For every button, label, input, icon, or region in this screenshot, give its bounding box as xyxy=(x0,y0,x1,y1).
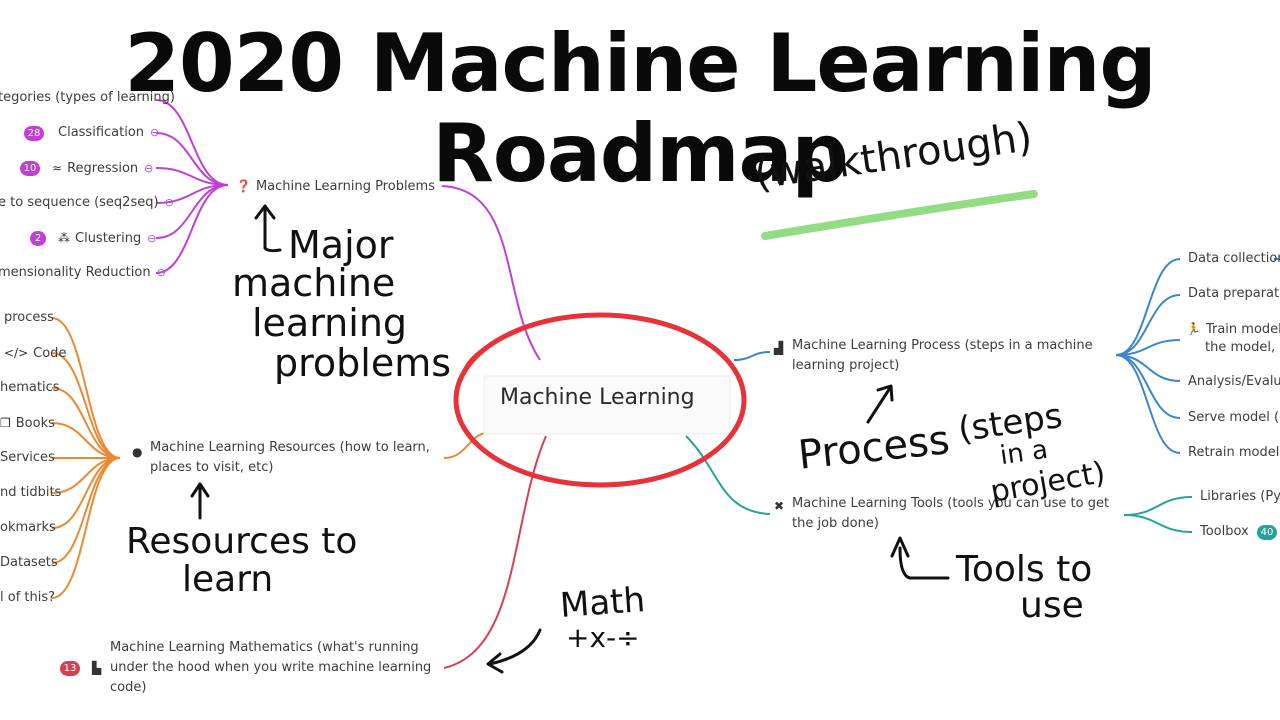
resources-connector-6 xyxy=(51,457,121,529)
process-child-train-model[interactable]: 🏃Train model o the model, re xyxy=(1186,322,1280,355)
problems-child-clustering[interactable]: ⁂Clustering⊖ xyxy=(58,228,156,249)
center-node-box xyxy=(483,375,731,435)
resources-child-code[interactable]: </>Code xyxy=(4,343,66,364)
problems-trunk xyxy=(441,185,541,361)
link-icon: ⊖ xyxy=(147,232,157,245)
process-connector-0 xyxy=(1115,258,1181,356)
problems-child-regression[interactable]: ≈Regression⊖ xyxy=(52,158,153,179)
resources-label: Machine Learning Resources (how to learn… xyxy=(150,440,430,475)
math-trunk xyxy=(443,435,547,669)
problems-child-categories[interactable]: tegories (types of learning) xyxy=(0,90,175,105)
process-child-analysis[interactable]: Analysis/Evalua xyxy=(1188,374,1280,389)
process-child-data-collection[interactable]: Data collection xyxy=(1188,251,1280,266)
tools-icon: ✖ xyxy=(774,499,785,513)
center-node[interactable]: Machine Learning xyxy=(500,380,710,420)
process-connector-2 xyxy=(1115,339,1181,356)
process-child-data-preparation[interactable]: Data preparation xyxy=(1188,286,1280,301)
annotation-problems-3: learning xyxy=(252,301,408,345)
runner-icon: 🏃 xyxy=(1186,322,1201,336)
resources-connector-1 xyxy=(51,352,121,459)
red-circle xyxy=(453,312,747,488)
resources-connector-2 xyxy=(51,387,121,459)
tools-child-libraries[interactable]: Libraries (Pyth xyxy=(1200,489,1280,504)
annotation-resources-1: Resources to xyxy=(126,521,358,562)
tools-connector-1 xyxy=(1123,514,1193,533)
red-circle-tail xyxy=(462,328,521,373)
resources-child-services[interactable]: Services xyxy=(0,450,55,465)
process-child-retrain[interactable]: Retrain model xyxy=(1188,445,1280,460)
question-circle-icon: ❓ xyxy=(236,179,251,193)
resources-connector-8 xyxy=(51,457,121,599)
math-icon-wrap: ▙ xyxy=(92,658,106,679)
title-line-1: 2020 Machine Learning xyxy=(124,17,1156,110)
problems-child-dim-reduction[interactable]: mensionality Reduction⊖ xyxy=(0,263,166,283)
link-icon: ⊖ xyxy=(164,196,174,209)
tools-connector-0 xyxy=(1123,496,1193,516)
resources-connector-0 xyxy=(51,317,121,459)
code-icon: </> xyxy=(4,346,29,360)
annotation-math-1: Math xyxy=(558,580,647,626)
annotation-math-2: +x-÷ xyxy=(566,621,640,654)
problems-child-seq2seq[interactable]: e to sequence (seq2seq)⊖ xyxy=(0,193,174,213)
process-connector-5 xyxy=(1115,354,1181,454)
tools-child-toolbox[interactable]: Toolbox xyxy=(1200,524,1249,539)
hierarchy-icon: ⁂ xyxy=(58,231,70,245)
classification-badge: 28 xyxy=(24,126,44,141)
resources-child-books[interactable]: ❐Books xyxy=(0,413,55,434)
process-node[interactable]: ▟ Machine Learning Process (steps in a m… xyxy=(774,336,1110,376)
resources-node[interactable]: ● Machine Learning Resources (how to lea… xyxy=(132,438,432,478)
math-label: Machine Learning Mathematics (what's run… xyxy=(110,640,432,695)
resources-connector-7 xyxy=(51,457,121,564)
chart-icon: ▙ xyxy=(92,661,102,675)
toolbox-badge: 40 xyxy=(1257,525,1277,540)
title-line-2: Roadmap xyxy=(432,107,848,200)
resources-child-mathematics[interactable]: hematics xyxy=(0,380,60,395)
resources-child-process[interactable]: process xyxy=(4,310,54,325)
subtitle-highlight xyxy=(761,190,1038,240)
resources-connector-3 xyxy=(51,422,121,459)
tools-label: Machine Learning Tools (tools you can us… xyxy=(792,496,1110,531)
annotation-problems-2: machine xyxy=(232,261,396,305)
problems-node[interactable]: ❓ Machine Learning Problems xyxy=(236,176,435,197)
process-connector-4 xyxy=(1115,354,1181,419)
resources-child-tidbits[interactable]: nd tidbits xyxy=(0,485,62,500)
resources-child-all-of-this[interactable]: l of this? xyxy=(0,590,56,605)
center-node-label: Machine Learning xyxy=(500,385,695,410)
problems-connector-5 xyxy=(155,184,229,274)
process-child-serve-model[interactable]: Serve model (de xyxy=(1188,410,1280,425)
problems-label: Machine Learning Problems xyxy=(255,179,435,194)
trend-icon: ≈ xyxy=(52,161,63,175)
resources-child-bookmarks[interactable]: okmarks xyxy=(0,520,56,535)
tools-node[interactable]: ✖ Machine Learning Tools (tools you can … xyxy=(774,494,1114,534)
resources-child-datasets[interactable]: Datasets xyxy=(0,555,58,570)
regression-badge: 10 xyxy=(20,161,40,176)
tools-trunk xyxy=(685,435,771,515)
annotation-tools-2: use xyxy=(1020,585,1084,626)
math-badge: 13 xyxy=(60,661,80,676)
math-node[interactable]: Machine Learning Mathematics (what's run… xyxy=(110,638,450,698)
link-icon: ⊖ xyxy=(150,126,160,139)
annotation-problems-4: problems xyxy=(274,341,452,385)
stairs-icon: ▟ xyxy=(774,341,784,355)
problems-child-classification[interactable]: Classification⊖ xyxy=(58,123,159,143)
annotation-process-3: in a xyxy=(998,434,1050,472)
link-icon: ⊖ xyxy=(156,266,166,279)
link-icon: ⊖ xyxy=(144,162,154,175)
problems-connector-0 xyxy=(155,99,229,186)
brain-icon: ● xyxy=(132,445,143,459)
connector-lines xyxy=(51,99,1280,669)
problems-connector-1 xyxy=(155,132,229,186)
process-trunk xyxy=(733,351,771,361)
annotation-resources-2: learn xyxy=(182,559,274,600)
annotation-problems-1: Major xyxy=(288,223,394,267)
annotation-arrows xyxy=(190,204,950,674)
process-connector-1 xyxy=(1115,294,1181,356)
process-label: Machine Learning Process (steps in a mac… xyxy=(792,338,1093,373)
clustering-badge: 2 xyxy=(30,231,46,246)
annotation-tools-1: Tools to xyxy=(956,549,1093,590)
book-icon: ❐ xyxy=(0,416,11,430)
